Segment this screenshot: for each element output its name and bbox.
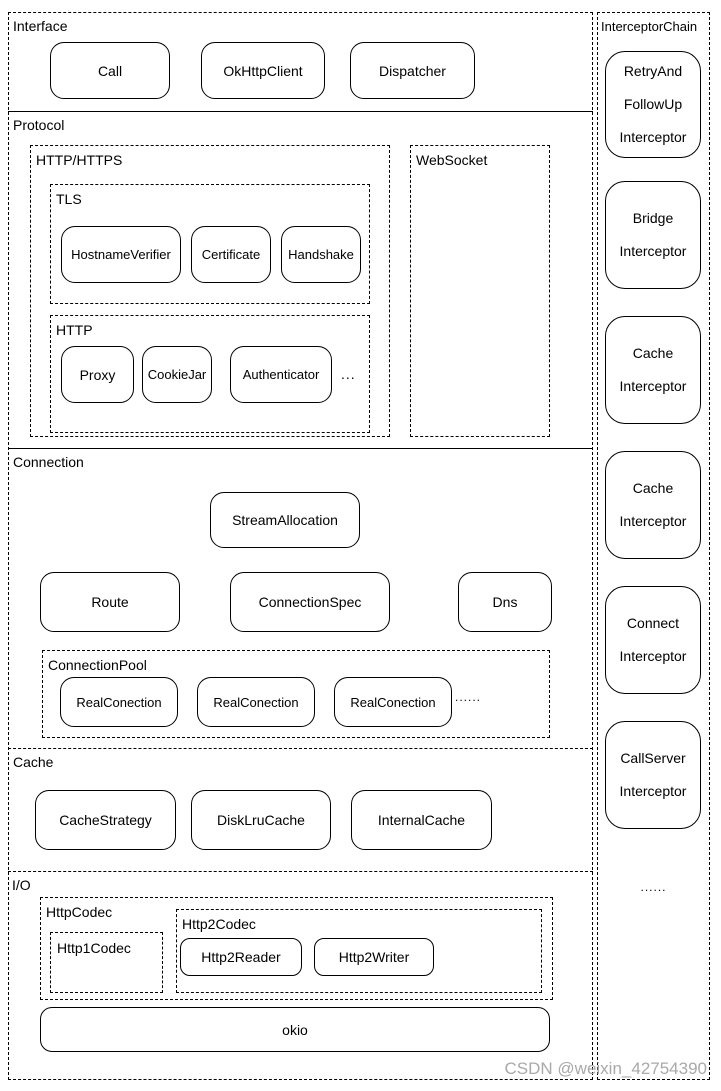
box-http2reader: Http2Reader [180, 938, 302, 976]
section-label-io: I/O [12, 877, 31, 893]
section-label-protocol: Protocol [13, 117, 65, 133]
group-label-http2codec: Http2Codec [182, 916, 256, 932]
box-hostnameverifier: HostnameVerifier [61, 226, 181, 283]
group-label-connectionpool: ConnectionPool [48, 657, 147, 673]
box-bridge-interceptor: Bridge Interceptor [605, 181, 701, 289]
box-internalcache: InternalCache [351, 790, 492, 850]
box-certificate: Certificate [191, 226, 271, 283]
group-httpcodec [40, 897, 553, 1000]
box-cachestrategy: CacheStrategy [35, 790, 176, 850]
interceptor-line: RetryAnd [623, 63, 683, 79]
csdn-watermark: CSDN @weixin_42754390 [504, 1059, 707, 1078]
divider-cache-io [8, 871, 593, 872]
interceptor-line: FollowUp [623, 96, 683, 112]
interceptor-line: Interceptor [619, 513, 687, 529]
box-realconection-3: RealConection [334, 677, 452, 727]
interceptor-line: Interceptor [619, 129, 687, 145]
box-okhttpclient: OkHttpClient [201, 42, 325, 99]
connectionpool-ellipsis: ...... [455, 690, 482, 704]
box-handshake: Handshake [281, 226, 361, 283]
box-http2writer: Http2Writer [314, 938, 434, 976]
interceptor-line: Cache [632, 345, 674, 361]
group-tls [50, 184, 370, 304]
http-ellipsis: ... [341, 366, 356, 382]
interceptor-line: Interceptor [619, 378, 687, 394]
interceptor-line: Interceptor [619, 783, 687, 799]
box-call: Call [50, 42, 170, 99]
box-retryandfollowup-interceptor: RetryAnd FollowUp Interceptor [605, 51, 701, 158]
box-dns: Dns [458, 572, 552, 632]
group-connectionpool [42, 650, 550, 738]
box-connectionspec: ConnectionSpec [230, 572, 390, 632]
divider-connection-cache [8, 748, 593, 749]
interceptor-line: Interceptor [619, 648, 687, 664]
interceptor-line: Interceptor [619, 243, 687, 259]
group-label-http1codec: Http1Codec [57, 940, 131, 956]
divider-interface-protocol [8, 111, 593, 112]
group-http-https [30, 145, 390, 437]
box-cookiejar: CookieJar [142, 346, 212, 403]
box-cache-interceptor-1: Cache Interceptor [605, 316, 701, 424]
box-realconection-2: RealConection [197, 677, 315, 727]
interceptorchain-column-border [597, 12, 710, 1080]
interceptor-line: CallServer [620, 750, 686, 766]
main-column-border [8, 12, 593, 1080]
group-label-websocket: WebSocket [416, 152, 488, 168]
section-label-interceptorchain: InterceptorChain [601, 19, 698, 34]
box-connect-interceptor: Connect Interceptor [605, 586, 701, 694]
interceptor-line: Cache [632, 480, 674, 496]
group-http1codec [50, 932, 163, 993]
box-dispatcher: Dispatcher [350, 42, 475, 99]
box-proxy: Proxy [61, 346, 134, 403]
interceptor-line: Connect [626, 615, 680, 631]
group-label-http: HTTP [56, 322, 93, 338]
group-label-tls: TLS [56, 191, 82, 207]
section-label-interface: Interface [13, 18, 68, 34]
box-okio: okio [40, 1007, 550, 1052]
group-http [50, 315, 370, 433]
interceptorchain-ellipsis: ...... [640, 880, 667, 894]
box-callserver-interceptor: CallServer Interceptor [605, 721, 701, 829]
box-realconection-1: RealConection [60, 677, 178, 727]
section-label-cache: Cache [13, 754, 54, 770]
interceptor-line: Bridge [632, 210, 674, 226]
box-cache-interceptor-2: Cache Interceptor [605, 451, 701, 559]
box-streamallocation: StreamAllocation [210, 492, 360, 548]
box-route: Route [40, 572, 180, 632]
group-label-httpcodec: HttpCodec [46, 904, 113, 920]
group-label-http-https: HTTP/HTTPS [36, 152, 123, 168]
group-http2codec [176, 909, 542, 993]
box-authenticator: Authenticator [230, 346, 332, 403]
divider-protocol-connection [8, 448, 593, 449]
box-disklrucache: DiskLruCache [191, 790, 331, 850]
section-label-connection: Connection [13, 454, 84, 470]
group-websocket [410, 145, 550, 437]
